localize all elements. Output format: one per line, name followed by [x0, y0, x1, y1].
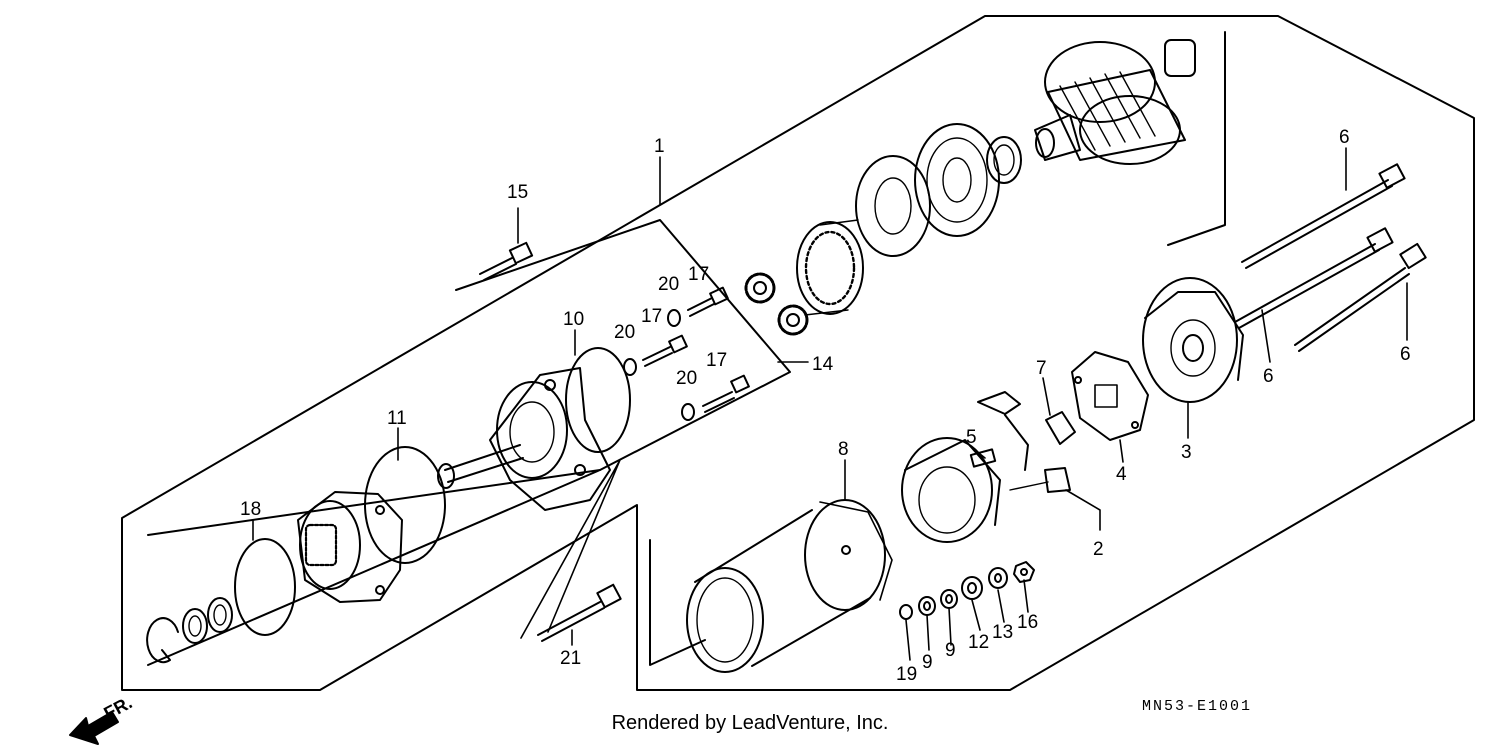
callout-3: 3 [1181, 442, 1192, 463]
through-bolt-lower [1294, 242, 1427, 352]
callout-20-lower: 20 [676, 368, 697, 389]
armature [1034, 39, 1196, 165]
callout-9-left: 9 [922, 652, 933, 673]
washer-13 [988, 567, 1008, 589]
callout-18: 18 [240, 499, 261, 520]
planetary-gear-upper [744, 272, 776, 304]
yoke-bracket [649, 539, 706, 666]
o-ring-11 [364, 446, 446, 564]
callout-20-middle: 20 [614, 322, 635, 343]
callout-6-top: 6 [1339, 127, 1350, 148]
o-ring-10 [565, 347, 631, 453]
callout-20-upper: 20 [658, 274, 679, 295]
bolt-17-upper [687, 286, 729, 317]
washer-20-middle [623, 358, 637, 376]
diagram-code: MN53-E1001 [1142, 698, 1252, 715]
callout-5: 5 [966, 427, 977, 448]
nut-16 [1013, 561, 1035, 583]
o-ring-18 [234, 538, 296, 636]
callout-14: 14 [812, 354, 834, 375]
planetary-gear-lower [777, 304, 809, 336]
washer-armature-small [986, 136, 1022, 184]
bolt-21 [537, 583, 622, 642]
washer-9b [940, 589, 958, 609]
callout-6-right: 6 [1400, 344, 1411, 365]
starter-drive [297, 491, 403, 603]
internal-ring-gear [796, 221, 864, 315]
washer-19 [899, 604, 913, 620]
yoke-housing [686, 499, 893, 673]
callout-7: 7 [1036, 358, 1047, 379]
washer-20-lower [681, 403, 695, 421]
through-bolt-upper [1241, 163, 1406, 269]
callout-9-right: 9 [945, 640, 956, 661]
callout-2: 2 [1093, 539, 1104, 560]
gear-subassembly-boundary [455, 219, 791, 471]
washer-20-upper [667, 309, 681, 327]
washer-armature-large [914, 123, 1000, 237]
brush-holder-plate [1071, 351, 1149, 441]
washer-9a [918, 596, 936, 616]
callout-19: 19 [896, 664, 917, 685]
bolt-17-lower [702, 374, 750, 413]
callout-21: 21 [560, 648, 581, 669]
gear-subassembly-boundary-lower [147, 469, 601, 666]
callout-6-middle: 6 [1263, 366, 1274, 387]
footer-credit: Rendered by LeadVenture, Inc. [611, 712, 889, 734]
rear-cover [1142, 277, 1244, 403]
snap-ring [146, 617, 179, 664]
washer-pair [182, 597, 233, 644]
front-bracket [437, 367, 611, 511]
callout-17-lower: 17 [706, 350, 727, 371]
callout-16: 16 [1017, 612, 1038, 633]
brush-set [969, 391, 1071, 493]
callout-labels: 1 2 3 4 5 6 6 6 7 8 9 9 10 11 12 13 14 1… [240, 127, 1411, 685]
callout-12: 12 [968, 632, 989, 653]
callout-1: 1 [654, 136, 665, 157]
bolt-17-middle [642, 334, 688, 367]
callout-4: 4 [1116, 464, 1127, 485]
callout-13: 13 [992, 622, 1013, 643]
insulator-washer [855, 155, 931, 257]
callout-8: 8 [838, 439, 849, 460]
washer-12 [961, 576, 983, 600]
leader-lines [252, 147, 1408, 661]
callout-17-middle: 17 [641, 306, 662, 327]
assembly-boundary-outline [121, 15, 1475, 691]
brush-terminal [1045, 411, 1076, 445]
brush-holder-ring [901, 437, 1001, 543]
callout-11: 11 [387, 408, 407, 429]
callout-15: 15 [507, 182, 528, 203]
armature-bracket [1167, 31, 1226, 246]
bolt-15 [479, 241, 534, 281]
callout-17-upper: 17 [688, 264, 709, 285]
callout-10: 10 [563, 309, 584, 330]
through-bolt-middle [1234, 227, 1394, 329]
